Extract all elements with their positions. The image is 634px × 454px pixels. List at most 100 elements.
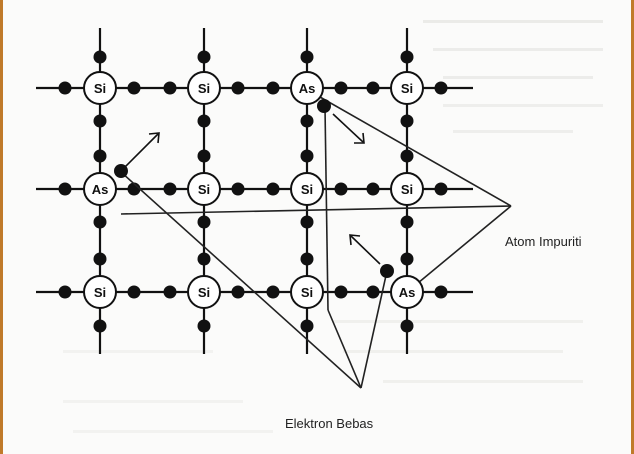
bond-electron: [163, 81, 177, 95]
atom-circle: [390, 172, 424, 206]
motion-arrow-right: [350, 235, 381, 265]
atom-circle: [83, 275, 117, 309]
annotation-lines: [120, 92, 512, 389]
bond-electron: [231, 81, 245, 95]
bond-electron: [400, 149, 414, 163]
atom-circle: [187, 71, 221, 105]
bond-electron: [231, 285, 245, 299]
bond-electron: [231, 182, 245, 196]
atom-symbol: Si: [401, 182, 413, 197]
bond-electron: [300, 50, 314, 64]
bond-electron: [300, 114, 314, 128]
pointer-impurity-top-as: [312, 92, 512, 207]
bond-electron: [400, 50, 414, 64]
bond-electron: [334, 81, 348, 95]
bond-electron: [434, 285, 448, 299]
atom-si: Si: [390, 172, 424, 206]
motion-arrowhead-right: [349, 234, 361, 246]
bond-electron: [93, 149, 107, 163]
atom-symbol: Si: [198, 182, 210, 197]
background-texture: [63, 20, 603, 433]
bond-electron: [93, 252, 107, 266]
bond-electron: [334, 285, 348, 299]
pointer-impurity-bottom-as: [417, 205, 512, 284]
atom-symbol: As: [92, 182, 109, 197]
atom-si: Si: [290, 275, 324, 309]
bond-electron: [197, 114, 211, 128]
atom-symbol: Si: [94, 285, 106, 300]
bond-electron: [58, 81, 72, 95]
atom-si: Si: [187, 172, 221, 206]
pointer-electron-right: [360, 270, 388, 389]
bond-electron: [197, 149, 211, 163]
atom-circle: [290, 71, 324, 105]
motion-arrow-left: [120, 133, 159, 172]
atom-as: As: [390, 275, 424, 309]
atom-si: Si: [83, 275, 117, 309]
atom-symbol: Si: [198, 285, 210, 300]
bond-electron: [163, 285, 177, 299]
bond-electron: [93, 114, 107, 128]
bond-electron: [197, 252, 211, 266]
atom-circle: [290, 172, 324, 206]
bond-electron: [300, 319, 314, 333]
motion-arrow-top: [332, 113, 364, 143]
bond-electron: [266, 81, 280, 95]
bond-electron: [93, 50, 107, 64]
bond-electron: [300, 252, 314, 266]
atom-si: Si: [187, 275, 221, 309]
bond-electron: [58, 285, 72, 299]
motion-arrowhead-top: [354, 132, 365, 144]
atom-as: As: [83, 172, 117, 206]
atom-as: As: [290, 71, 324, 105]
bond-electron: [266, 285, 280, 299]
bond-electron: [93, 319, 107, 333]
atom-si: Si: [83, 71, 117, 105]
atom-si: Si: [187, 71, 221, 105]
atom-circle: [290, 275, 324, 309]
atom-symbol: Si: [198, 81, 210, 96]
bond-electron: [366, 81, 380, 95]
bond-electron: [127, 285, 141, 299]
bond-electron: [366, 285, 380, 299]
label-impurity-atom: Atom Impuriti: [505, 234, 582, 249]
label-free-electron: Elektron Bebas: [285, 416, 374, 431]
bond-electron: [300, 215, 314, 229]
atom-symbol: Si: [301, 182, 313, 197]
pointer-electron-top-diag: [327, 309, 362, 389]
bond-electron: [400, 215, 414, 229]
atom-symbol: Si: [401, 81, 413, 96]
bond-electron: [197, 215, 211, 229]
atom-symbol: As: [299, 81, 316, 96]
bond-electron: [334, 182, 348, 196]
atom-circle: [390, 71, 424, 105]
bond-electron: [127, 81, 141, 95]
bond-electron: [197, 319, 211, 333]
atom-symbol: Si: [94, 81, 106, 96]
bond-electron: [400, 114, 414, 128]
bond-electron: [300, 149, 314, 163]
atom-symbol: Si: [301, 285, 313, 300]
bond-electron: [366, 182, 380, 196]
atom-symbol: As: [399, 285, 416, 300]
atom-circle: [83, 71, 117, 105]
atom-circle: [390, 275, 424, 309]
bond-electron: [400, 252, 414, 266]
pointer-electron-top-vertical: [324, 106, 329, 311]
bond-electron: [434, 81, 448, 95]
free-electron-right: [380, 264, 394, 278]
bond-electron: [58, 182, 72, 196]
bond-electron: [197, 50, 211, 64]
bond-electron: [266, 182, 280, 196]
bond-electron: [434, 182, 448, 196]
free-electron-top: [317, 99, 331, 113]
atom-si: Si: [290, 172, 324, 206]
pointer-impurity-left-as: [120, 205, 512, 215]
bond-electron: [163, 182, 177, 196]
atom-circle: [83, 172, 117, 206]
atom-circle: [187, 172, 221, 206]
atom-circle: [187, 275, 221, 309]
